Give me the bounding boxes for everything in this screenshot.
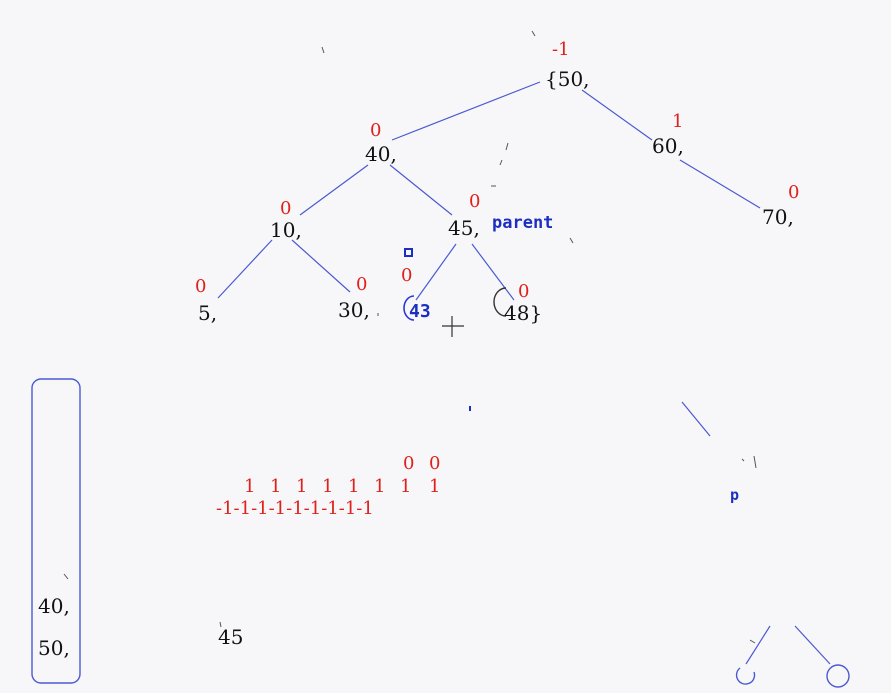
tree-edges — [217, 81, 831, 665]
node-50: -1 {50, — [545, 39, 590, 91]
balance-stack-row1-item: 0 — [403, 453, 414, 474]
arc-icon — [403, 295, 415, 321]
balance-stack-row1-item: 0 — [429, 453, 440, 474]
stray-node-label: 45 — [218, 625, 243, 649]
balance-label: 0 — [195, 276, 206, 297]
balance-stack-row2-item: 1 — [296, 476, 307, 497]
node-43: 0 43 — [401, 265, 431, 322]
edge-50-40 — [391, 81, 541, 141]
edge-stray-1 — [681, 401, 711, 437]
p-pointer-label: p — [730, 486, 739, 504]
path-stack-item: 50, — [38, 636, 70, 660]
edge-40-10 — [299, 164, 369, 216]
balance-label: 0 — [469, 191, 480, 212]
node-label: 45, — [448, 216, 480, 240]
node-10: 0 10, — [270, 198, 302, 242]
balance-label: 1 — [672, 111, 683, 132]
balance-label: 0 — [370, 120, 381, 141]
edge-45-43 — [415, 243, 457, 301]
stray-marks — [63, 30, 757, 644]
node-label: 43 — [409, 301, 431, 322]
node-label: 5, — [198, 301, 217, 325]
node-label: 30, — [338, 298, 370, 322]
edge-10-5 — [217, 239, 273, 299]
node-label: {50, — [545, 67, 590, 91]
node-40: 0 40, — [365, 120, 397, 166]
balance-stack-row2-item: 1 — [348, 476, 359, 497]
arc-icon — [493, 287, 507, 317]
balance-stack-row2-item: 1 — [400, 476, 411, 497]
edge-10-30 — [291, 239, 351, 293]
leaf-circles — [735, 664, 850, 688]
edge-40-45 — [389, 164, 453, 216]
node-30: 0 30, — [338, 274, 370, 322]
edge-60-70 — [679, 159, 761, 209]
node-label: 70, — [762, 205, 794, 229]
balance-label: -1 — [552, 39, 570, 60]
circle-icon — [735, 667, 756, 685]
node-60: 1 60, — [652, 111, 684, 158]
path-stack-item: 40, — [38, 594, 70, 618]
edge-45-48 — [471, 243, 515, 301]
circle-icon — [826, 664, 850, 688]
node-5: 0 5, — [195, 276, 217, 325]
node-label: 10, — [270, 218, 302, 242]
balance-stack-row2-item: 1 — [429, 476, 440, 497]
edge-stray-3 — [794, 625, 831, 665]
crosshair-cursor-icon — [442, 316, 464, 337]
edge-stray-2 — [745, 625, 771, 665]
balance-stack: 0 0 1 1 1 1 1 1 1 1 -1-1-1-1-1-1-1-1-1 — [216, 453, 440, 519]
parent-pointer-label: parent — [492, 213, 553, 233]
node-marker-icon — [404, 248, 413, 257]
balance-stack-row2-item: 1 — [244, 476, 255, 497]
balance-stack-row3: -1-1-1-1-1-1-1-1-1 — [216, 498, 374, 519]
balance-label: 0 — [788, 182, 799, 203]
balance-stack-row2-item: 1 — [322, 476, 333, 497]
tree-nodes: -1 {50, 0 40, 1 60, 0 70, 0 10, 0 45, 0 … — [195, 39, 799, 325]
balance-label: 0 — [401, 265, 412, 286]
balance-label: 0 — [280, 198, 291, 219]
node-48: 0 48} — [493, 281, 542, 325]
path-stack-frame — [31, 378, 81, 684]
node-label: 40, — [365, 142, 397, 166]
balance-stack-row2-item: 1 — [270, 476, 281, 497]
balance-label: 0 — [356, 274, 367, 295]
balance-label: 0 — [518, 281, 529, 302]
node-label: 60, — [652, 134, 684, 158]
path-stack: 40, 50, — [31, 378, 81, 684]
balance-stack-row2-item: 1 — [374, 476, 385, 497]
node-70: 0 70, — [762, 182, 799, 229]
edge-50-60 — [581, 89, 653, 141]
node-45: 0 45, — [448, 191, 480, 240]
node-label: 48} — [504, 301, 542, 325]
